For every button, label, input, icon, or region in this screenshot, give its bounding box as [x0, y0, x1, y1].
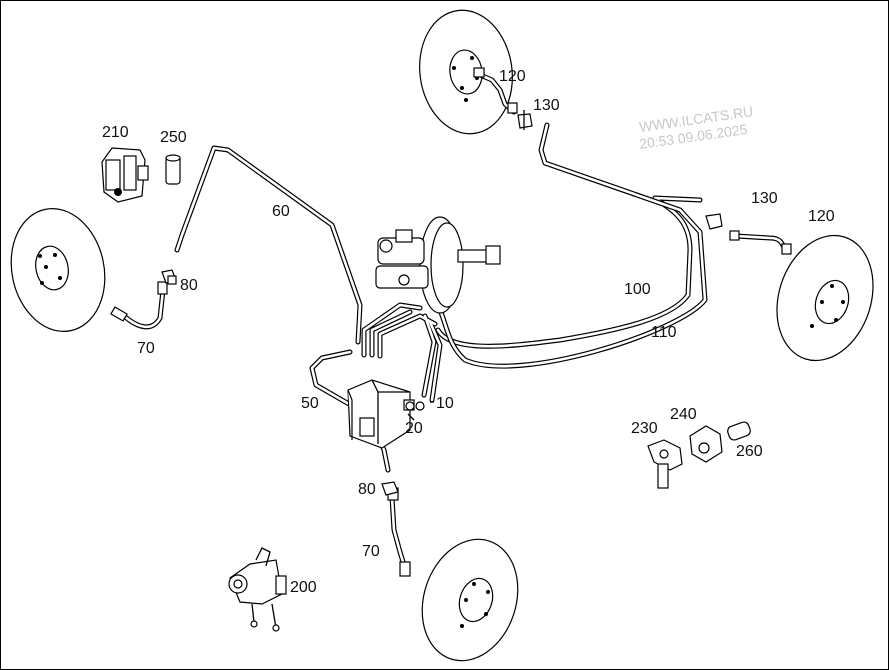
sensor-housing-240 — [689, 425, 723, 463]
brake-line-60 — [174, 145, 363, 345]
clip-130-rear — [705, 213, 723, 230]
callout-80-left[interactable]: 80 — [180, 277, 198, 294]
callout-240[interactable]: 240 — [670, 406, 697, 423]
callout-250[interactable]: 250 — [160, 129, 187, 146]
brake-disc-rear-right — [776, 234, 874, 362]
callout-70-bottom[interactable]: 70 — [362, 543, 380, 560]
leader-lines — [407, 401, 434, 421]
clip-80-rear — [381, 481, 399, 496]
brake-line-100 — [435, 195, 703, 349]
brake-hose-70-rear — [387, 487, 411, 577]
sleeve-260 — [727, 421, 751, 441]
callout-110[interactable]: 110 — [651, 324, 677, 341]
guide-pin-250 — [165, 154, 181, 185]
callout-70-left[interactable]: 70 — [137, 340, 155, 357]
sensor-230 — [647, 439, 683, 489]
brake-disc-rear-left — [421, 538, 519, 662]
callout-260[interactable]: 260 — [736, 443, 763, 460]
brake-hose-70-left — [110, 281, 168, 330]
clip-130-front — [517, 110, 533, 130]
brake-disc-front-left — [10, 208, 106, 332]
bracket-assembly-200 — [228, 547, 287, 632]
clip-80-left — [161, 269, 177, 285]
brake-line-manifold — [361, 302, 443, 403]
callout-100[interactable]: 100 — [624, 281, 651, 298]
callout-210[interactable]: 210 — [102, 124, 129, 141]
brake-line-50 — [309, 349, 359, 411]
brake-caliper-210 — [101, 147, 149, 203]
brake-hose-120-front — [473, 67, 518, 115]
callout-200[interactable]: 200 — [290, 579, 317, 596]
callout-230[interactable]: 230 — [631, 420, 658, 437]
abs-hydraulic-unit — [347, 379, 425, 449]
callout-120-right[interactable]: 120 — [808, 208, 835, 225]
brake-booster — [419, 216, 501, 314]
brake-hose-120-rear — [729, 230, 792, 255]
callout-80-bottom[interactable]: 80 — [358, 481, 376, 498]
brake-line-110 — [425, 122, 708, 369]
callout-120-top[interactable]: 120 — [499, 68, 526, 85]
callout-50[interactable]: 50 — [301, 395, 319, 412]
master-cylinder — [375, 229, 429, 289]
callout-60[interactable]: 60 — [272, 203, 290, 220]
callout-20[interactable]: 20 — [405, 420, 423, 437]
callout-10[interactable]: 10 — [436, 395, 454, 412]
callout-130-top[interactable]: 130 — [533, 97, 560, 114]
callout-130-right[interactable]: 130 — [751, 190, 778, 207]
